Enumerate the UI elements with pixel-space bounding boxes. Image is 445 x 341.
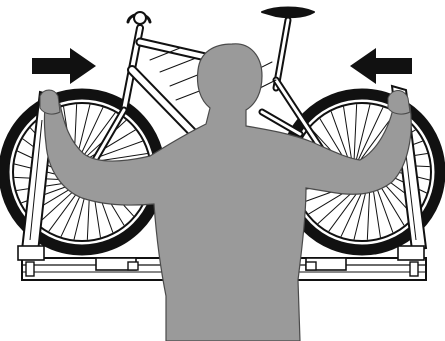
arrow-right-icon: [32, 48, 96, 84]
person-silhouette: [40, 44, 411, 341]
arrow-left-icon: [350, 48, 412, 84]
